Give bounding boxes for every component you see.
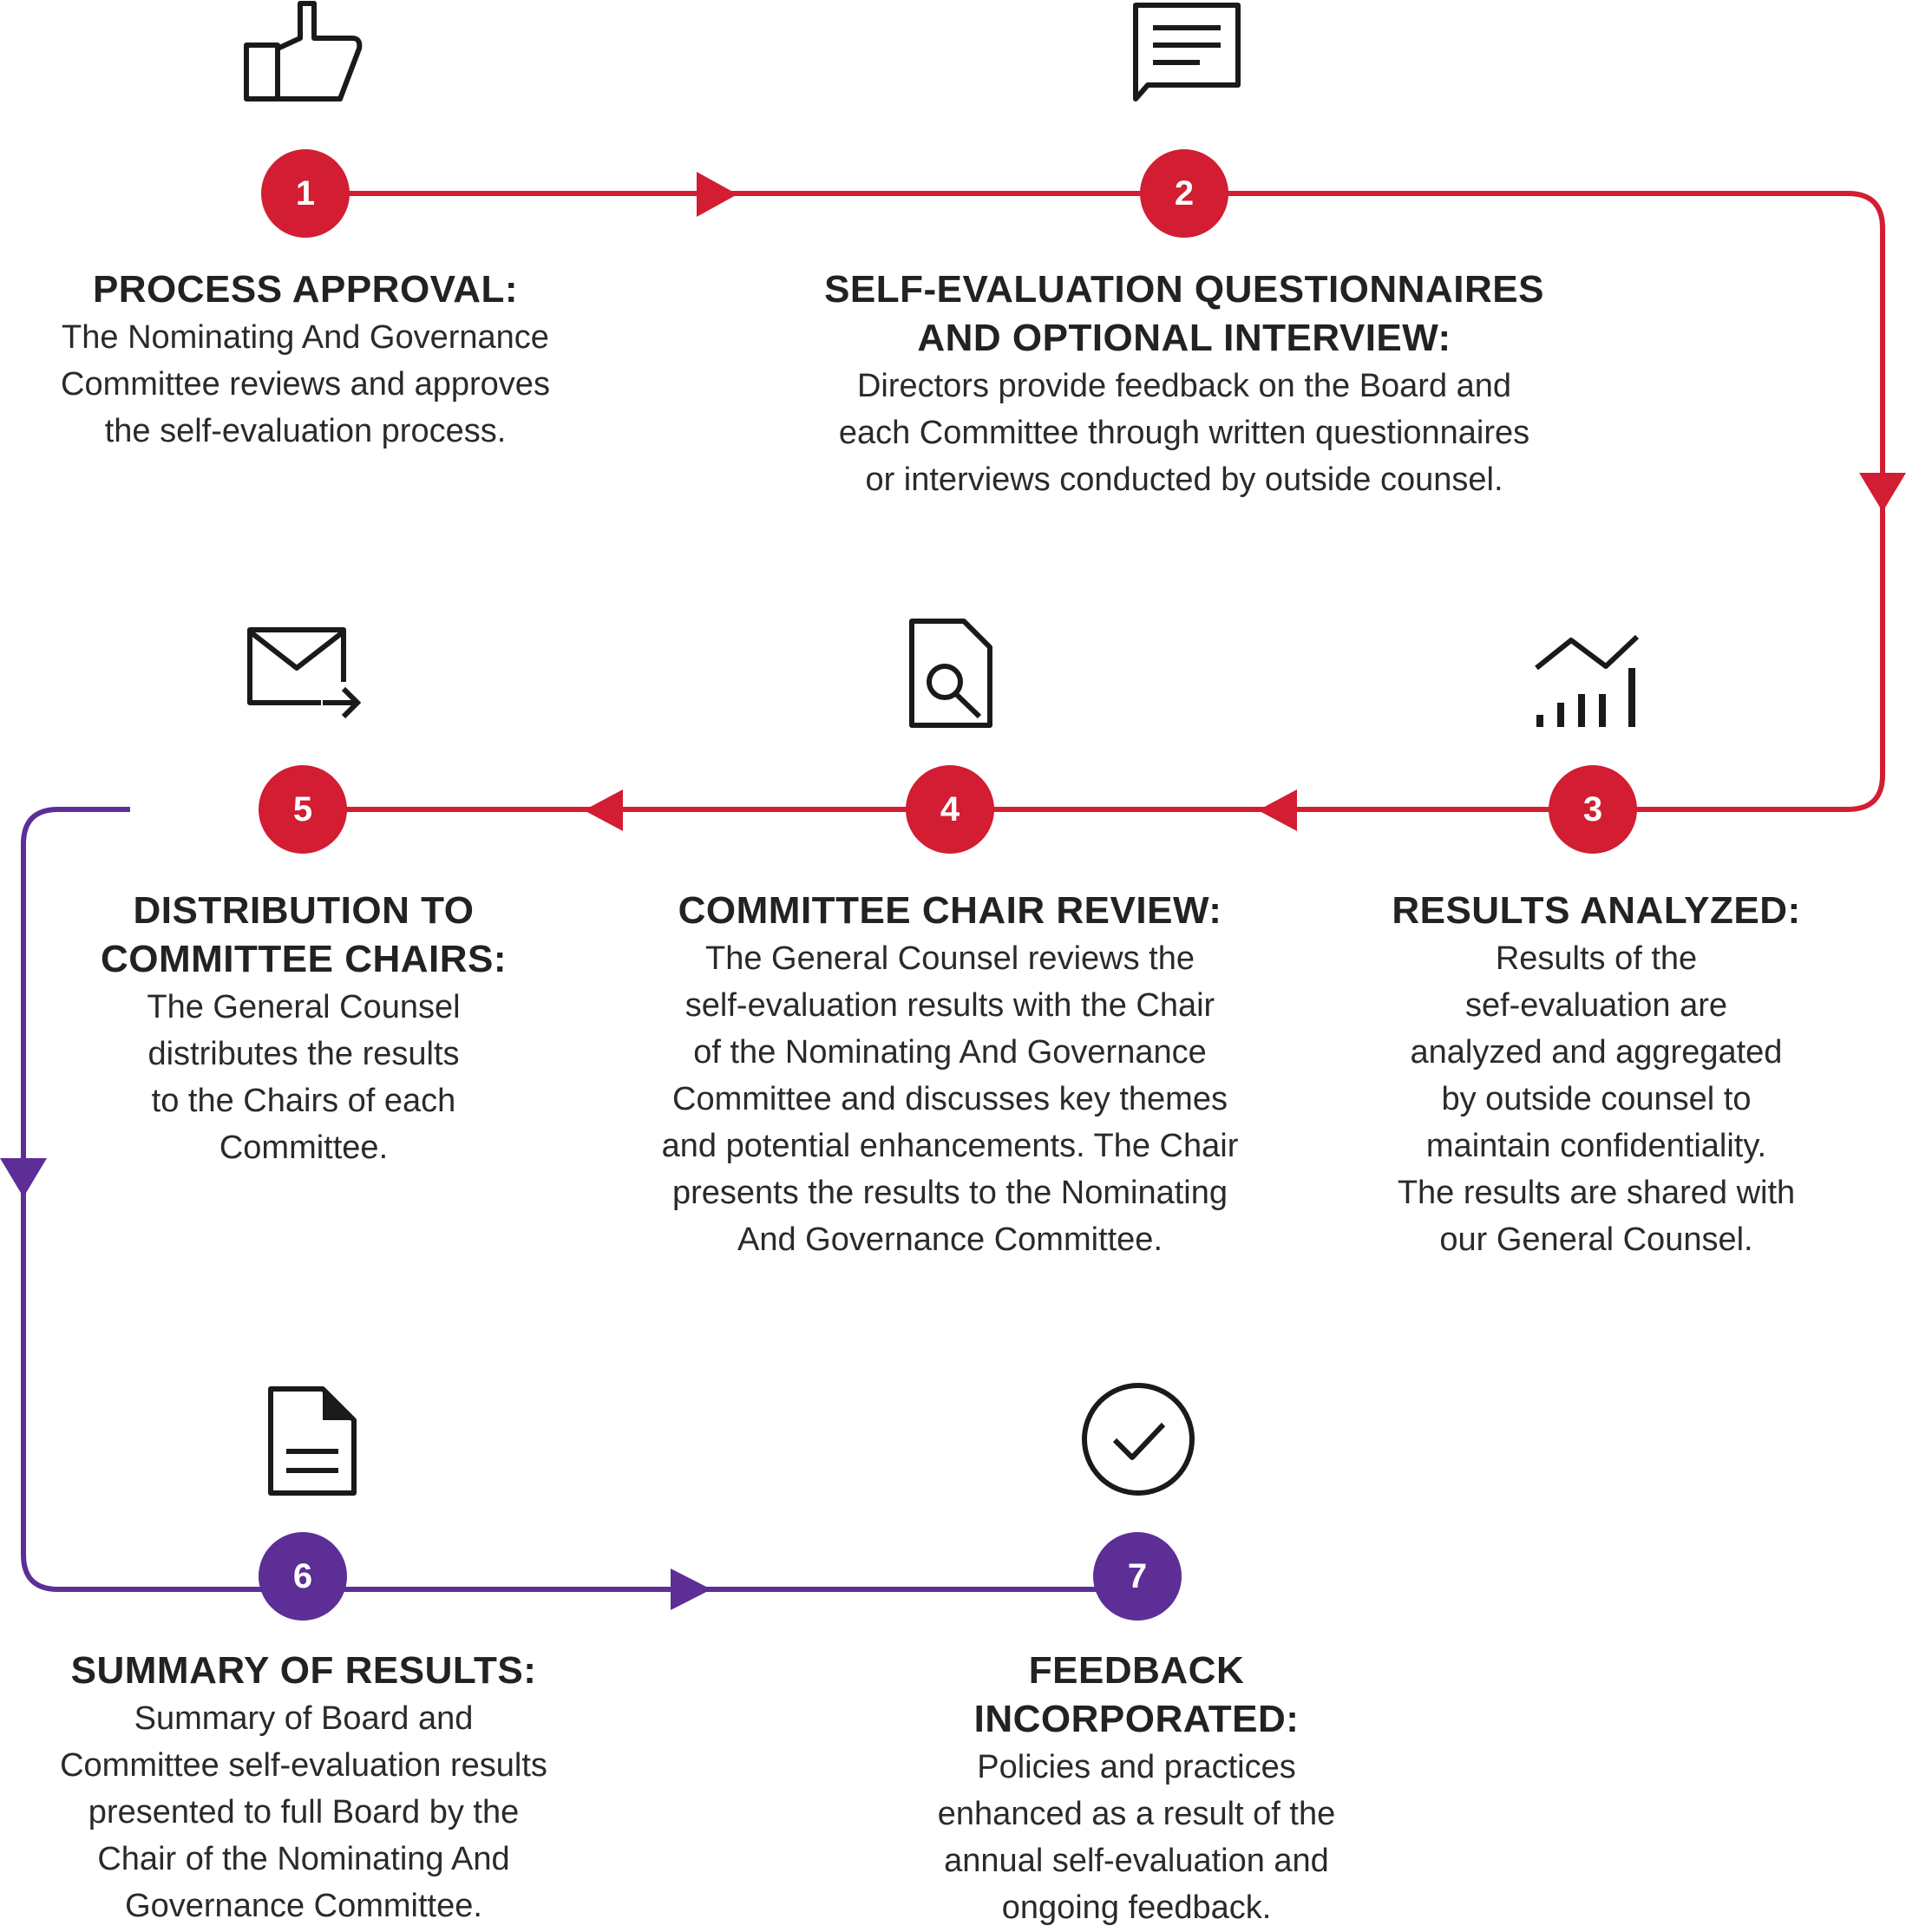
step-3-title: RESULTS ANALYZED: xyxy=(1392,889,1801,932)
arrow-right-2 xyxy=(671,1569,711,1610)
arrow-down-1 xyxy=(1859,473,1906,512)
step-2: SELF-EVALUATION QUESTIONNAIRES AND OPTIO… xyxy=(746,265,1622,503)
message-icon xyxy=(1130,0,1243,102)
step-5: DISTRIBUTION TO COMMITTEE CHAIRS: The Ge… xyxy=(52,887,555,1171)
step-4-title: COMMITTEE CHAIR REVIEW: xyxy=(678,889,1222,932)
step-3-body: Results of the sef-evaluation are analyz… xyxy=(1397,940,1796,1258)
step-3: RESULTS ANALYZED: Results of the sef-eva… xyxy=(1353,887,1839,1263)
step-4-body: The General Counsel reviews the self-eva… xyxy=(661,940,1239,1258)
step-7-badge: 7 xyxy=(1093,1532,1182,1621)
arrow-left-1 xyxy=(1258,789,1297,831)
step-1-body: The Nominating And Governance Committee … xyxy=(61,319,550,449)
step-1-badge: 1 xyxy=(261,149,350,238)
step-4: COMMITTEE CHAIR REVIEW: The General Coun… xyxy=(599,887,1301,1263)
arrow-left-2 xyxy=(584,789,623,831)
step-6: SUMMARY OF RESULTS: Summary of Board and… xyxy=(0,1647,607,1929)
mail-send-icon xyxy=(246,625,363,722)
step-4-badge: 4 xyxy=(906,765,994,854)
step-7-body: Policies and practices enhanced as a res… xyxy=(937,1749,1336,1926)
arrow-right-1 xyxy=(697,172,737,217)
step-6-title: SUMMARY OF RESULTS: xyxy=(70,1649,537,1692)
connector-purple xyxy=(21,807,1137,1592)
step-6-body: Summary of Board and Committee self-eval… xyxy=(60,1700,547,1924)
step-1-title: PROCESS APPROVAL: xyxy=(92,268,519,311)
step-6-badge: 6 xyxy=(259,1532,347,1621)
step-1: PROCESS APPROVAL: The Nominating And Gov… xyxy=(0,265,611,455)
check-circle-icon xyxy=(1080,1381,1196,1497)
step-2-body: Directors provide feedback on the Board … xyxy=(838,368,1530,498)
step-5-badge: 5 xyxy=(259,765,347,854)
document-search-icon xyxy=(907,618,995,730)
step-7-title: FEEDBACK INCORPORATED: xyxy=(973,1649,1300,1740)
chart-trend-icon xyxy=(1533,625,1641,727)
step-2-title: SELF-EVALUATION QUESTIONNAIRES AND OPTIO… xyxy=(824,268,1544,359)
thumbs-up-icon xyxy=(243,0,364,102)
step-3-badge: 3 xyxy=(1549,765,1637,854)
arrow-down-2 xyxy=(0,1158,47,1197)
step-5-body: The General Counsel distributes the resu… xyxy=(147,989,461,1166)
document-icon xyxy=(265,1384,359,1498)
step-2-badge: 2 xyxy=(1140,149,1228,238)
step-7: FEEDBACK INCORPORATED: Policies and prac… xyxy=(876,1647,1397,1931)
step-5-title: DISTRIBUTION TO COMMITTEE CHAIRS: xyxy=(100,889,508,980)
